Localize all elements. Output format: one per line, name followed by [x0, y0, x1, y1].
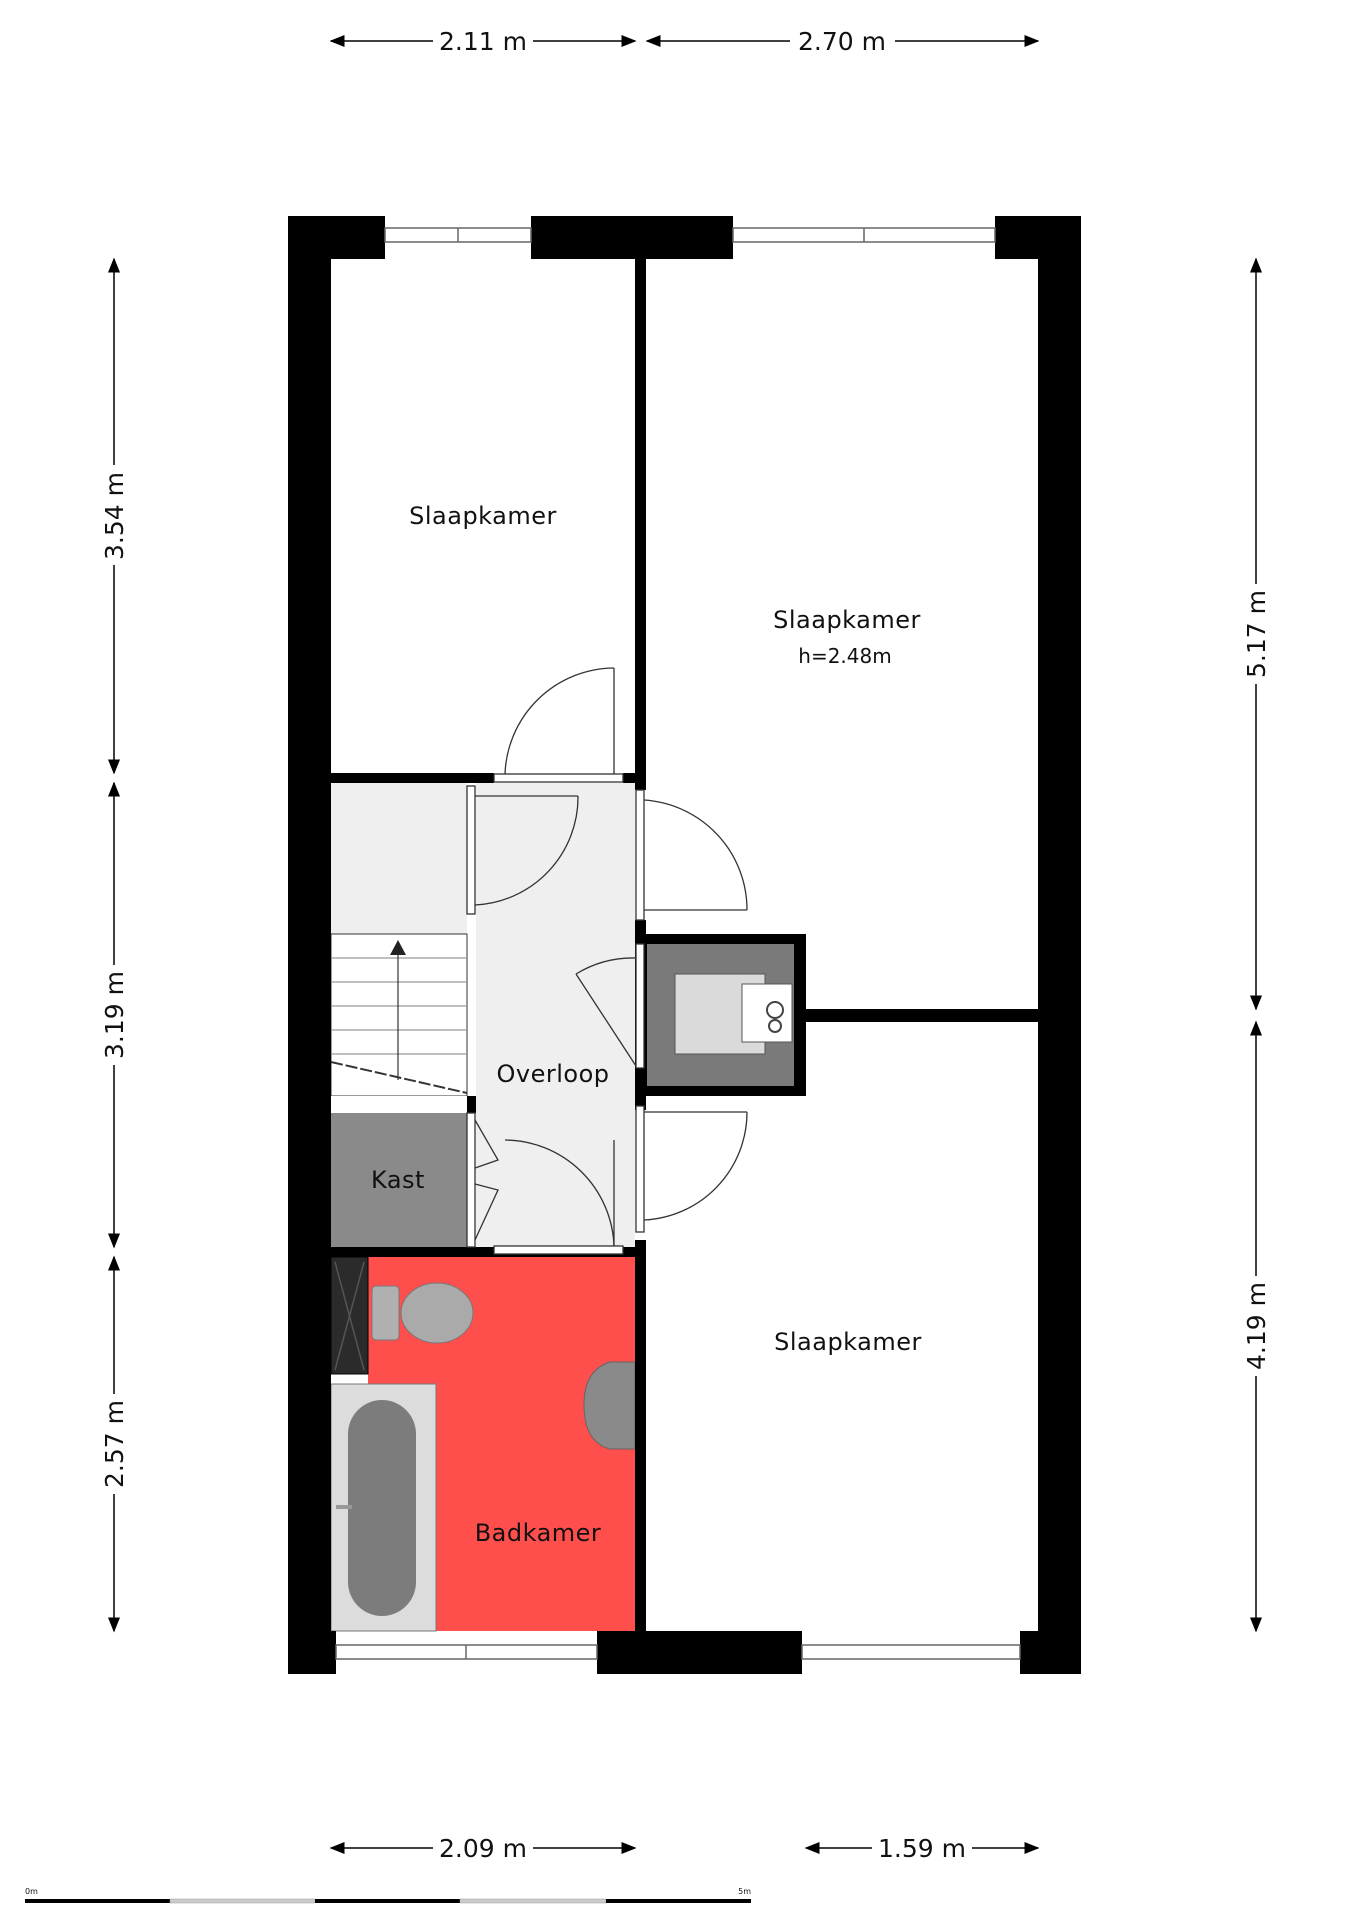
svg-text:0m: 0m [25, 1887, 38, 1896]
dimension-label: 2.57 m [100, 1400, 129, 1488]
dimension-lines [108, 35, 1262, 1854]
room-label-landing: Overloop [497, 1060, 610, 1088]
svg-text:5m: 5m [738, 1887, 751, 1896]
room-label-closet: Kast [371, 1166, 425, 1194]
stair-landing-floor [331, 783, 467, 934]
dimension-label: 2.70 m [798, 27, 886, 56]
dimension-label: 3.19 m [100, 971, 129, 1059]
walls [288, 216, 1081, 1674]
landing-floor [476, 783, 635, 1254]
scale-bar: 0m 5m [25, 1887, 751, 1904]
stair-up-arrow-icon [390, 940, 406, 955]
room-height-label: h=2.48m [798, 644, 891, 668]
dimension-label: 4.19 m [1242, 1282, 1271, 1370]
sink [583, 1361, 636, 1450]
window [801, 1644, 1021, 1660]
room-label-bedroom: Slaapkamer [773, 606, 921, 634]
dimension-label: 2.09 m [439, 1834, 527, 1863]
dimension-label: 2.11 m [439, 27, 527, 56]
room-label-bathroom: Badkamer [475, 1519, 602, 1547]
closet-floor [331, 1113, 467, 1247]
boiler-unit [674, 973, 793, 1055]
staircase [330, 933, 468, 1097]
room-label-bedroom: Slaapkamer [774, 1328, 922, 1356]
doors [466, 667, 748, 1255]
windows [335, 227, 1021, 1660]
dimension-label: 3.54 m [100, 472, 129, 560]
bathtub [330, 1383, 437, 1632]
dimension-label: 1.59 m [878, 1834, 966, 1863]
toilet [371, 1282, 474, 1344]
dimension-label: 5.17 m [1242, 590, 1271, 678]
room-label-bedroom: Slaapkamer [409, 502, 557, 530]
